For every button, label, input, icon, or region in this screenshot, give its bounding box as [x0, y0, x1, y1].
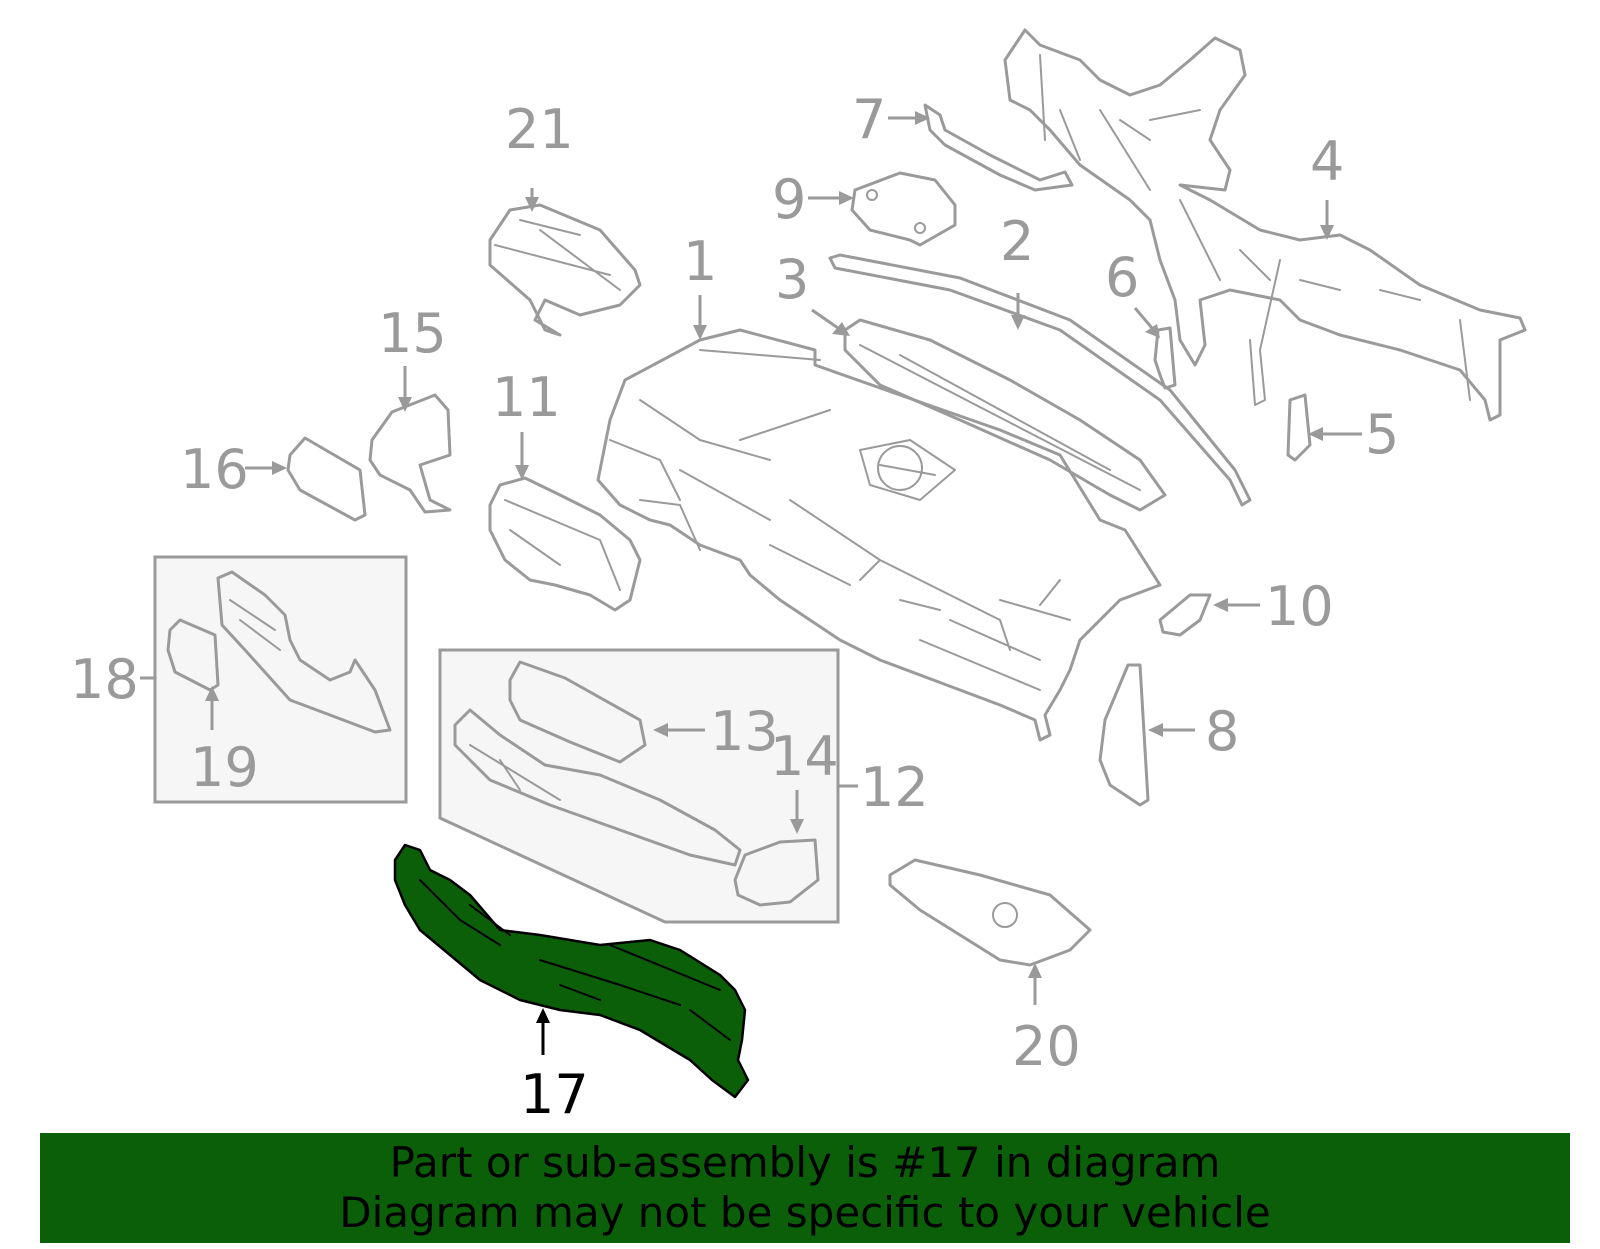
part-21-airbag-module [488, 203, 642, 337]
callout-5: 5 [1365, 403, 1399, 466]
callout-1: 1 [683, 230, 717, 293]
part-17-highlighted-panel [393, 843, 750, 1099]
callout-20: 20 [1012, 1015, 1081, 1078]
part-19-cover [166, 618, 220, 692]
callout-7: 7 [852, 88, 886, 151]
callout-8: 8 [1205, 700, 1239, 763]
callout-13: 13 [710, 700, 779, 763]
part-18-lower-panel [216, 570, 392, 734]
banner-line-2: Diagram may not be specific to your vehi… [339, 1188, 1271, 1237]
callout-21: 21 [505, 98, 574, 161]
callout-9: 9 [772, 168, 806, 231]
part-5-bracket [1286, 393, 1312, 462]
callout-12: 12 [860, 756, 929, 819]
callout-3: 3 [775, 248, 809, 311]
part-11-cluster-hood [488, 476, 642, 612]
part-20-glove-box [888, 858, 1092, 967]
part-1-dashboard-panel [596, 328, 1162, 742]
info-banner: Part or sub-assembly is #17 in diagram D… [40, 1133, 1570, 1243]
callout-6: 6 [1105, 246, 1139, 309]
group-box-18 [153, 555, 408, 804]
part-4-crossmember [1003, 28, 1527, 422]
callout-17: 17 [520, 1063, 589, 1126]
part-3-defroster-grille [843, 318, 1167, 512]
part-15-vent [368, 393, 452, 514]
part-16-switch-panel [286, 436, 367, 522]
part-6-bracket [1153, 326, 1177, 390]
part-10-vent [1158, 593, 1212, 637]
callout-11: 11 [492, 366, 561, 429]
part-7-bracket [923, 103, 1074, 192]
part-9-cover [850, 171, 957, 247]
callout-19: 19 [190, 736, 259, 799]
banner-line-1: Part or sub-assembly is #17 in diagram [389, 1138, 1221, 1187]
callout-18: 18 [70, 648, 139, 711]
part-14-vent [733, 838, 820, 907]
callout-14: 14 [770, 725, 839, 788]
callout-4: 4 [1310, 130, 1344, 193]
callout-arrows [140, 111, 1362, 1055]
callout-2: 2 [1000, 210, 1034, 273]
part-13-vent-assembly [508, 660, 647, 764]
part-8-side-trim [1098, 663, 1150, 807]
part-12-center-panel [453, 708, 742, 867]
callout-10: 10 [1265, 575, 1334, 638]
part-2-trim-strip [828, 253, 1252, 507]
callout-16: 16 [180, 438, 249, 501]
callout-15: 15 [378, 302, 447, 365]
